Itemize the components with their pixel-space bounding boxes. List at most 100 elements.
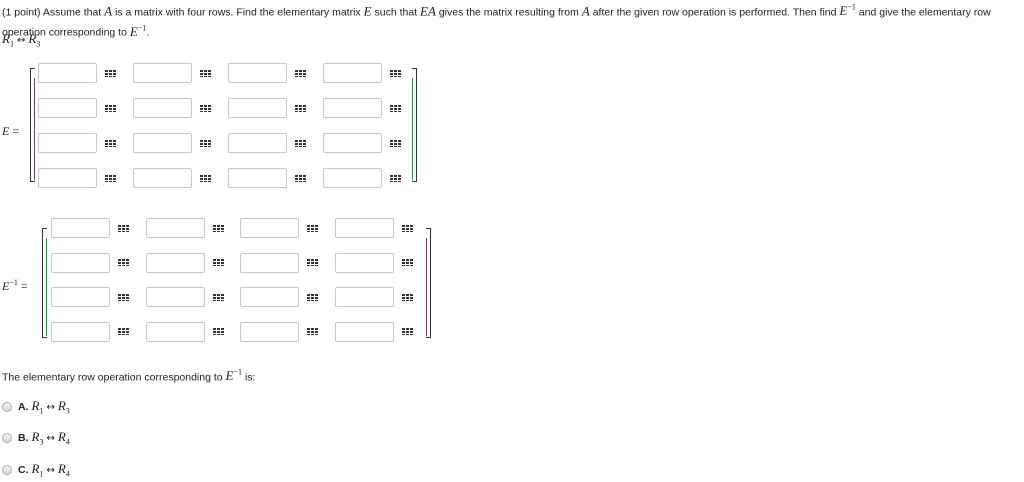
grid-icon[interactable] xyxy=(206,322,231,342)
bracket-accent xyxy=(426,238,427,336)
matrix-entry-input[interactable] xyxy=(323,168,382,188)
matrix-cell xyxy=(323,168,409,188)
matrix-entry-input[interactable] xyxy=(133,168,192,188)
matrix-entry-input[interactable] xyxy=(323,98,382,118)
grid-icon-glyph xyxy=(390,69,401,77)
matrix-entry-input[interactable] xyxy=(228,168,287,188)
matrix-entry-input[interactable] xyxy=(133,133,192,153)
matrix-cell xyxy=(51,321,137,342)
grid-icon[interactable] xyxy=(193,168,218,188)
matrix-entry-input[interactable] xyxy=(334,321,394,342)
matrix-entry-input[interactable] xyxy=(228,63,287,83)
matrix-entry-input[interactable] xyxy=(240,287,299,307)
grid-icon[interactable] xyxy=(383,133,408,153)
grid-icon-glyph xyxy=(390,104,401,112)
matrix-entry-input[interactable] xyxy=(334,218,394,238)
matrix-entry-input[interactable] xyxy=(240,321,299,342)
matrix-cell xyxy=(334,321,421,342)
grid-icon-glyph xyxy=(307,259,318,266)
grid-icon[interactable] xyxy=(288,63,313,83)
matrix-entry-input[interactable] xyxy=(133,63,192,83)
grid-icon[interactable] xyxy=(395,253,420,273)
matrix-entry-input[interactable] xyxy=(51,321,110,342)
matrix-entry-input[interactable] xyxy=(323,63,382,83)
matrix-cell xyxy=(38,168,124,188)
grid-icon[interactable] xyxy=(193,133,218,153)
grid-icon[interactable] xyxy=(98,63,123,83)
grid-icon[interactable] xyxy=(383,63,408,83)
grid-icon[interactable] xyxy=(288,98,313,118)
matrix-entry-input[interactable] xyxy=(38,98,97,118)
grid-icon[interactable] xyxy=(111,322,136,342)
choice-b[interactable]: B. R3↔R4 xyxy=(2,429,70,447)
matrix-cell xyxy=(133,63,219,83)
matrix-entry-input[interactable] xyxy=(38,63,97,83)
grid-icon[interactable] xyxy=(193,98,218,118)
matrix-e xyxy=(30,63,417,188)
matrix-entry-input[interactable] xyxy=(38,168,97,188)
grid-icon[interactable] xyxy=(193,63,218,83)
grid-icon-glyph xyxy=(401,328,413,335)
grid-icon[interactable] xyxy=(111,253,136,273)
matrix-entry-input[interactable] xyxy=(228,133,287,153)
grid-icon[interactable] xyxy=(383,98,408,118)
grid-icon-glyph xyxy=(307,328,318,335)
grid-icon[interactable] xyxy=(300,287,325,307)
matrix-entry-input[interactable] xyxy=(240,218,299,238)
grid-icon-glyph xyxy=(295,104,306,112)
grid-icon[interactable] xyxy=(300,253,325,273)
grid-icon[interactable] xyxy=(206,253,231,273)
choice-a[interactable]: A. R1↔R3 xyxy=(2,398,70,416)
grid-icon[interactable] xyxy=(98,168,123,188)
radio-button[interactable] xyxy=(2,432,12,443)
grid-icon[interactable] xyxy=(111,218,136,238)
given-row-operation: R1↔R3 xyxy=(2,31,41,49)
matrix-entry-input[interactable] xyxy=(145,218,205,238)
grid-icon[interactable] xyxy=(395,287,420,307)
matrix-entry-input[interactable] xyxy=(145,287,205,307)
radio-button[interactable] xyxy=(2,401,12,412)
grid-icon-glyph xyxy=(118,259,129,266)
matrix-entry-input[interactable] xyxy=(240,252,299,273)
choice-c[interactable]: C. R1↔R4 xyxy=(2,461,70,479)
grid-icon-glyph xyxy=(105,174,116,182)
matrix-entry-input[interactable] xyxy=(145,321,205,342)
matrix-entry-input[interactable] xyxy=(334,252,394,273)
left-bracket xyxy=(30,68,35,182)
matrix-cell xyxy=(133,168,219,188)
matrix-entry-input[interactable] xyxy=(38,133,97,153)
grid-icon-glyph xyxy=(401,259,413,266)
matrix-cell xyxy=(240,218,326,238)
grid-icon[interactable] xyxy=(300,322,325,342)
matrix-cell xyxy=(240,321,326,342)
bracket-accent xyxy=(46,238,47,336)
matrix-entry-input[interactable] xyxy=(51,252,110,273)
matrix-cell xyxy=(228,63,314,83)
grid-icon[interactable] xyxy=(300,218,325,238)
matrix-entry-input[interactable] xyxy=(228,98,287,118)
matrix-entry-input[interactable] xyxy=(334,287,394,307)
radio-button[interactable] xyxy=(2,464,12,475)
grid-icon[interactable] xyxy=(98,98,123,118)
matrix-entry-input[interactable] xyxy=(133,98,192,118)
grid-icon[interactable] xyxy=(98,133,123,153)
grid-icon[interactable] xyxy=(395,218,420,238)
grid-icon[interactable] xyxy=(111,287,136,307)
matrix-cell xyxy=(240,287,326,307)
grid-icon[interactable] xyxy=(206,218,231,238)
grid-icon[interactable] xyxy=(288,133,313,153)
matrix-entry-input[interactable] xyxy=(51,218,110,238)
grid-icon[interactable] xyxy=(383,168,408,188)
grid-icon[interactable] xyxy=(395,322,420,342)
grid-icon-glyph xyxy=(295,69,306,77)
grid-icon-glyph xyxy=(118,293,129,301)
matrix-cell xyxy=(145,287,232,307)
matrix-entry-input[interactable] xyxy=(51,287,110,307)
matrix-entry-input[interactable] xyxy=(323,133,382,153)
grid-icon[interactable] xyxy=(288,168,313,188)
matrix-cell xyxy=(228,168,314,188)
matrix-cell xyxy=(51,287,137,307)
var-a: A xyxy=(104,3,113,19)
matrix-entry-input[interactable] xyxy=(145,252,205,273)
grid-icon[interactable] xyxy=(206,287,231,307)
